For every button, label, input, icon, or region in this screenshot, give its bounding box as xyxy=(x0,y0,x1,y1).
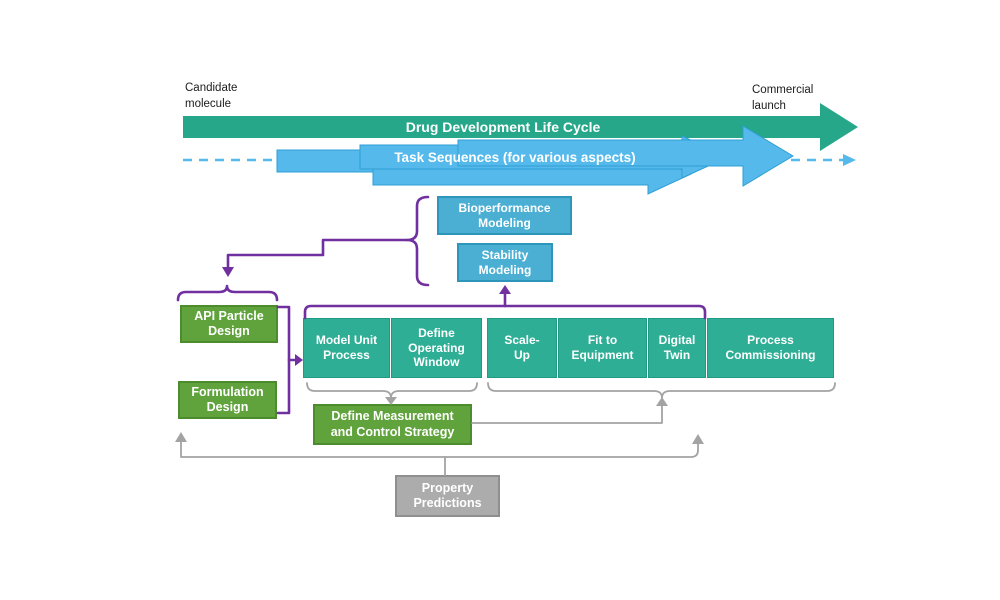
up-arrowhead-icon xyxy=(692,434,704,444)
stability-modeling-box: Stability Modeling xyxy=(457,243,553,282)
api-over-brace xyxy=(176,284,279,302)
model-define-under-brace xyxy=(306,382,478,399)
measurement-feedback-line xyxy=(471,404,663,424)
modeling-left-brace xyxy=(405,195,430,287)
process-step-digital-twin: Digital Twin xyxy=(648,318,706,378)
gray-connectors xyxy=(180,382,836,476)
lifecycle-arrow-label: Drug Development Life Cycle xyxy=(405,119,601,135)
define-measurement-control-strategy-box: Define Measurement and Control Strategy xyxy=(313,404,472,445)
formulation-design-box: Formulation Design xyxy=(178,381,277,419)
bioperformance-modeling-box: Bioperformance Modeling xyxy=(437,196,572,235)
up-arrowhead-icon xyxy=(656,397,668,406)
task-dashed-arrowhead-icon xyxy=(843,154,856,166)
process-step-fit-to-equipment: Fit to Equipment xyxy=(558,318,647,378)
candidate-molecule-label: Candidate molecule xyxy=(185,82,238,110)
process-step-scale-up: Scale- Up xyxy=(487,318,557,378)
up-arrowhead-icon xyxy=(175,432,187,442)
up-arrowhead-icon xyxy=(499,285,511,294)
down-arrowhead-icon xyxy=(222,267,234,277)
process-step-model-unit-process: Model Unit Process xyxy=(303,318,390,378)
scaleup-commissioning-under-brace xyxy=(487,382,836,399)
task-sequences-label: Task Sequences (for various aspects) xyxy=(394,150,636,165)
property-predictions-box: Property Predictions xyxy=(395,475,500,517)
api-particle-design-box: API Particle Design xyxy=(180,305,278,343)
process-step-process-commissioning: Process Commissioning xyxy=(707,318,834,378)
design-right-bracket xyxy=(276,305,291,415)
commercial-launch-label: Commercial launch xyxy=(752,84,814,112)
modeling-to-design-step-line xyxy=(226,238,409,270)
process-top-bracket xyxy=(303,304,707,320)
right-arrowhead-icon xyxy=(295,354,303,366)
process-step-define-operating-window: Define Operating Window xyxy=(391,318,482,378)
